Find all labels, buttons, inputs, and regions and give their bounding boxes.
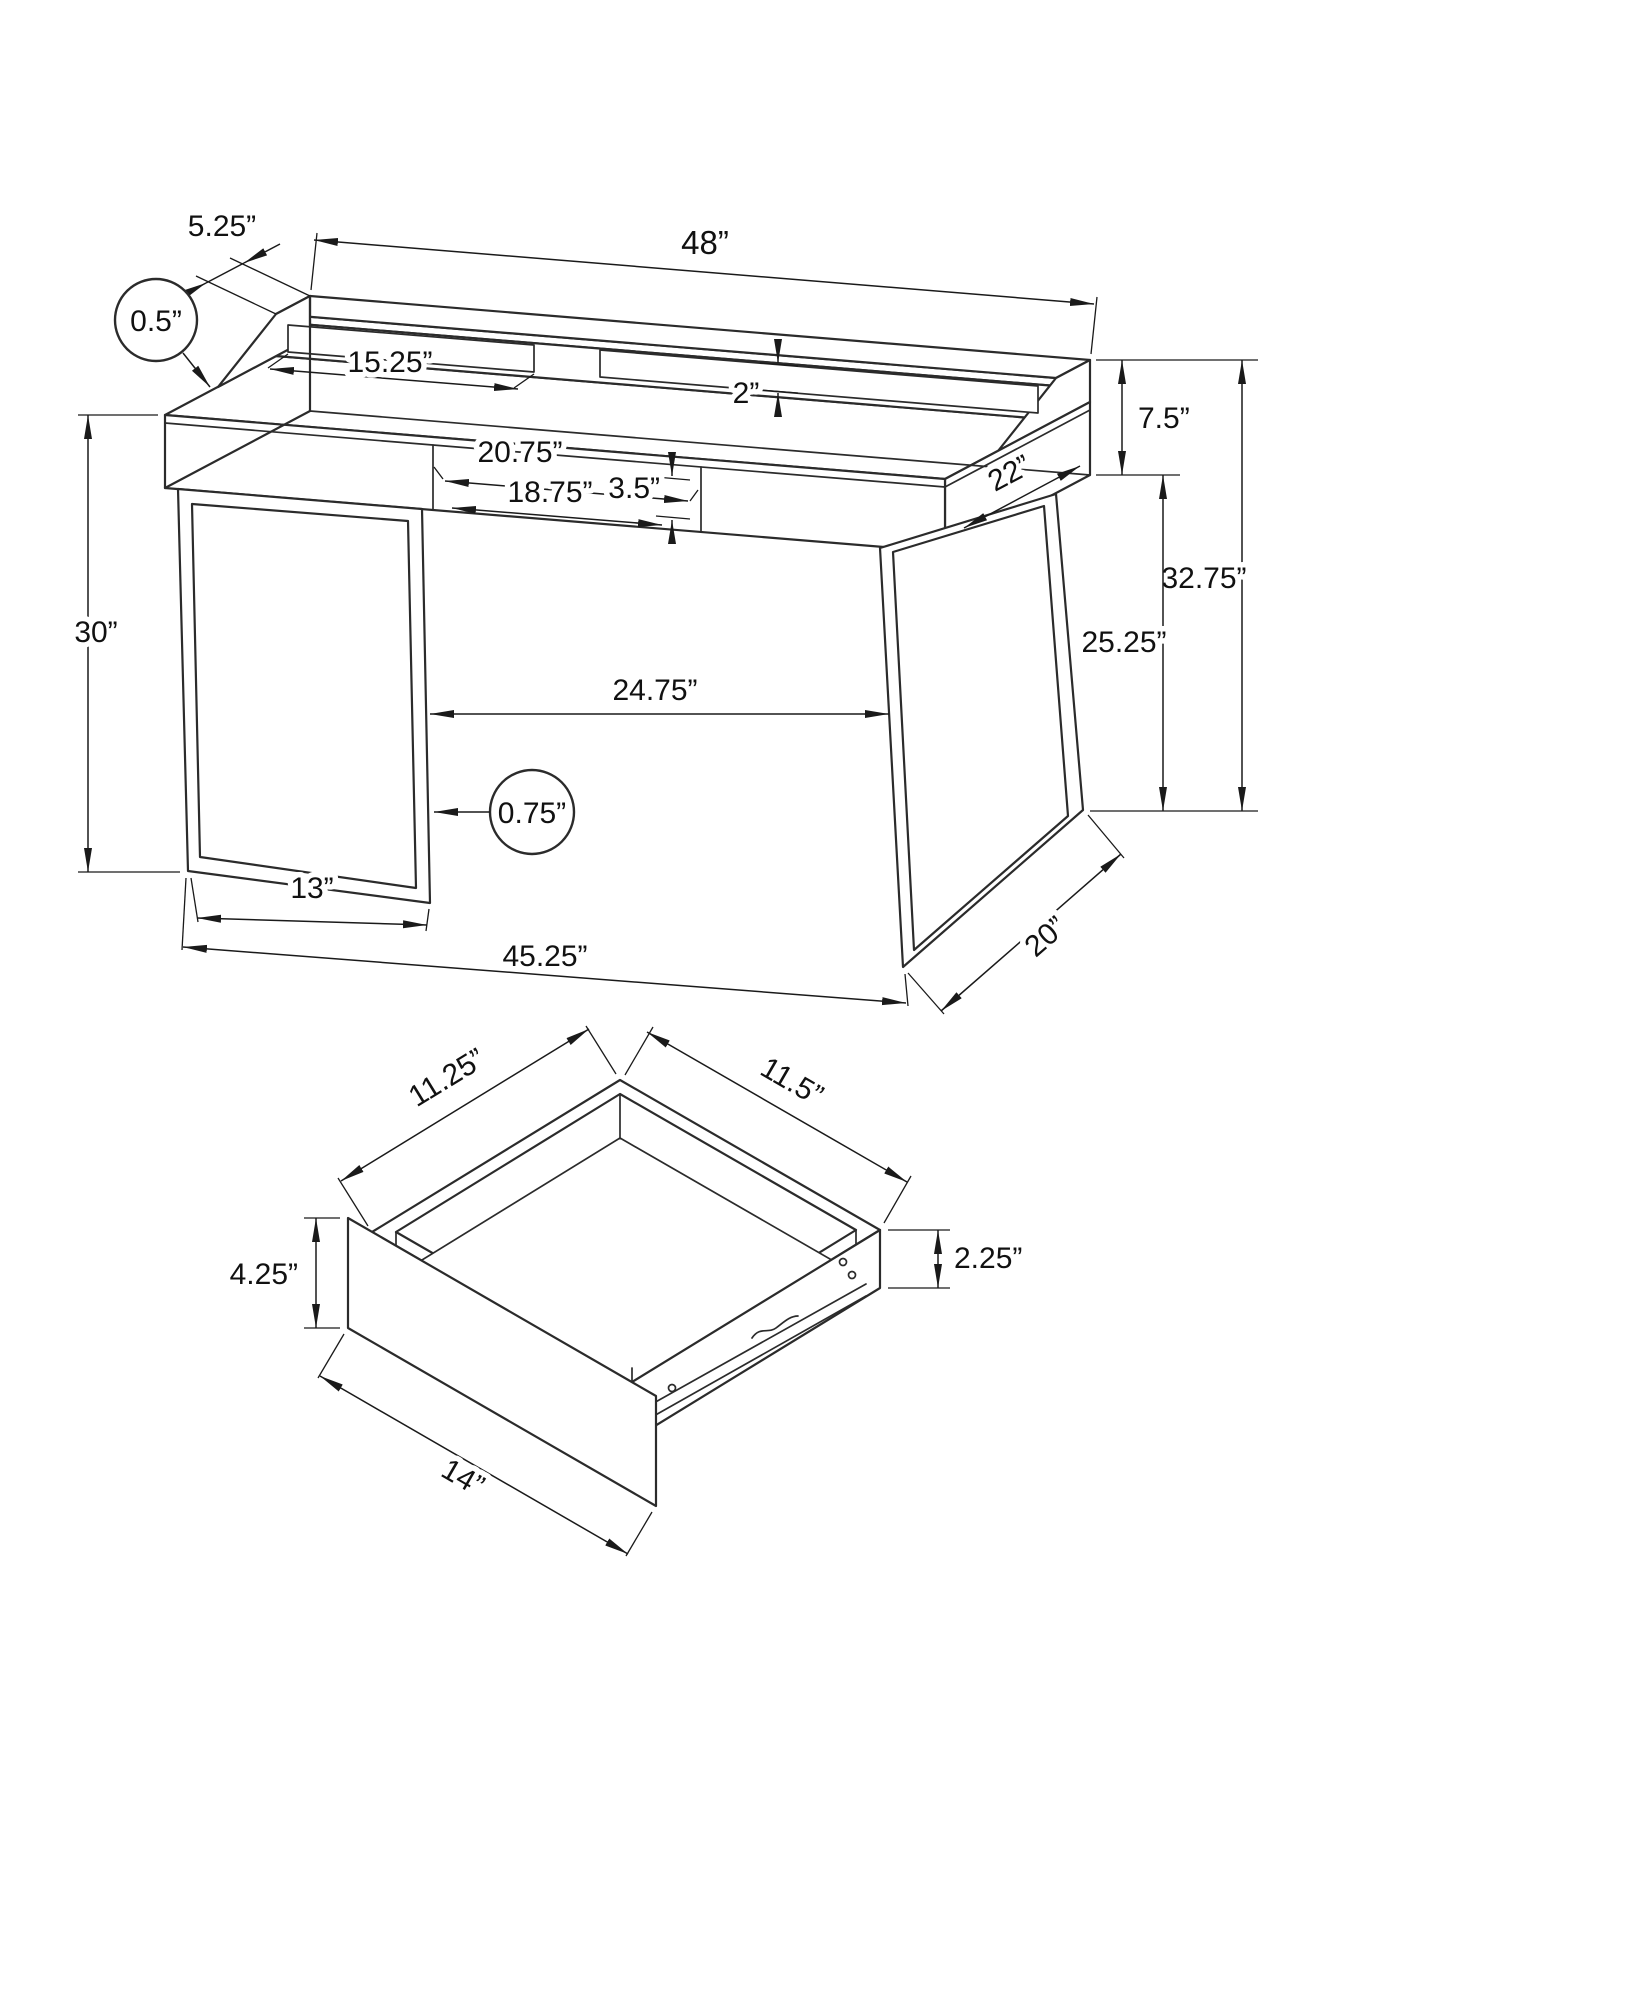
desk-legs	[176, 487, 1085, 969]
drawer-slide-rail-bottom	[651, 1295, 867, 1418]
drawer-screw-hole-2	[847, 1270, 857, 1280]
dim-leg-width-label: 13”	[290, 872, 333, 905]
dim-top-width-label: 48”	[681, 224, 729, 261]
desk-dimensions: 48” 5.25” 0.5” 15.25”	[69, 205, 1258, 1015]
drawer-screw-hole-3	[667, 1383, 677, 1393]
dim-drawer-opening-width-label: 18.75”	[507, 476, 592, 509]
dim-leg-width: 13”	[190, 867, 430, 932]
dim-leg-tube-label: 0.75”	[498, 797, 566, 830]
dim-drawer-inner-depth-label: 11.5”	[755, 1051, 829, 1113]
dim-cubby-width-label: 15.25”	[347, 346, 432, 379]
dim-drawer-opening-height: 3.5”	[603, 452, 691, 544]
dim-overall-height: 32.75”	[1090, 360, 1258, 812]
right-leg-inner	[891, 504, 1070, 952]
dim-drawer-front-height: 4.25”	[224, 1217, 340, 1329]
callout-panel-thickness: 0.5”	[113, 277, 211, 388]
dim-drawer-front-height-label: 4.25”	[230, 1258, 298, 1291]
drawer-slide-detail	[751, 1315, 799, 1339]
drawer-screw-hole-1	[838, 1257, 848, 1267]
dim-drawer-opening-width: 18.75”	[451, 471, 663, 528]
dim-drawer-side-height: 2.25”	[888, 1229, 1028, 1289]
dim-top-height: 30”	[69, 414, 180, 873]
dim-hutch-to-apron: 7.5”	[1096, 359, 1258, 476]
dim-overall-height-label: 32.75”	[1161, 562, 1246, 595]
dim-clearance-height-label: 25.25”	[1081, 626, 1166, 659]
dim-panel-thickness-label: 0.5”	[130, 305, 182, 338]
dim-drawer-front-width-label: 14”	[436, 1453, 490, 1503]
dim-base-width-label: 45.25”	[502, 940, 587, 973]
dim-drawer-side-height-label: 2.25”	[954, 1242, 1022, 1275]
desktop-underside-edge-front	[164, 422, 946, 488]
drawer-body	[346, 1078, 882, 1508]
dim-hutch-shelf-depth-label: 5.25”	[188, 210, 256, 243]
cubby-opening-left	[287, 324, 535, 373]
left-leg-inner	[190, 502, 418, 890]
dim-drawer-opening-height-label: 3.5”	[608, 472, 660, 505]
dim-hutch-shelf-depth: 5.25”	[169, 205, 311, 315]
dim-cubby-width: 15.25”	[267, 341, 535, 392]
desk-back-bottom-edge	[309, 410, 1091, 476]
dim-cubby-height: 2”	[727, 339, 799, 417]
callout-leg-tube: 0.75”	[434, 768, 576, 856]
dim-cubby-height-label: 2”	[733, 377, 760, 410]
dim-drawer-front-width: 20.75”	[433, 431, 699, 504]
cubby-opening-right	[599, 349, 1039, 414]
panel-thickness-circle	[113, 277, 199, 363]
dim-top-width: 48”	[310, 219, 1098, 355]
drawer-slide-rail-top	[651, 1283, 867, 1405]
dim-clearance-height: 25.25”	[1076, 475, 1172, 811]
apron-bottom-left-edge	[163, 409, 312, 490]
dim-drawer-front-width-label: 20.75”	[477, 436, 562, 469]
dim-base-width: 45.25”	[181, 877, 909, 1007]
dim-between-legs: 24.75”	[430, 669, 889, 718]
dim-leg-runner-depth-label: 20”	[1019, 910, 1073, 963]
dim-between-legs-label: 24.75”	[612, 674, 697, 707]
dim-top-height-label: 30”	[74, 616, 117, 649]
drawer-view: 11.25” 11.5” 2.25” 4.25”	[224, 1025, 1028, 1557]
desk-view: 48” 5.25” 0.5” 15.25”	[69, 205, 1258, 1015]
dim-hutch-to-apron-label: 7.5”	[1138, 402, 1190, 435]
dim-drawer-inner-width-label: 11.25”	[403, 1042, 491, 1113]
